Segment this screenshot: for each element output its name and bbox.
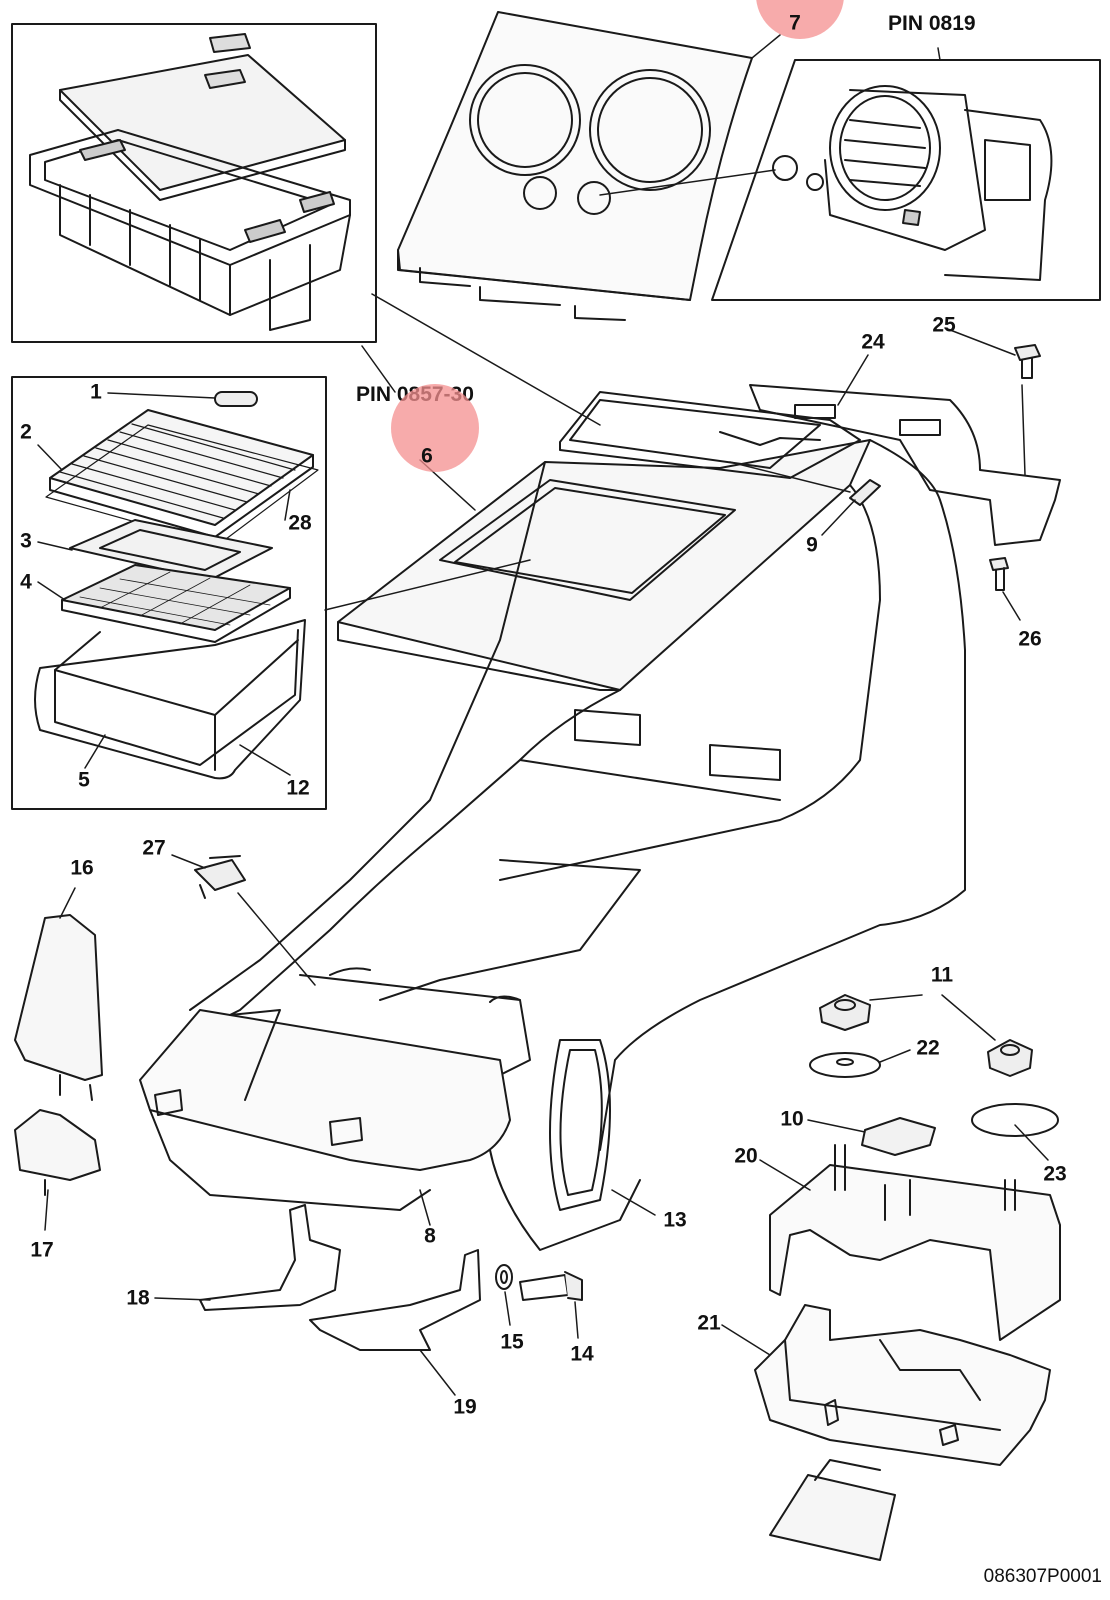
callout-9: 9 <box>806 533 818 557</box>
side-trim-16 <box>14 914 103 1101</box>
bracket-20 <box>769 1144 1061 1341</box>
bracket-19 <box>309 1249 481 1351</box>
center-console <box>139 384 1061 1251</box>
callout-11: 11 <box>930 963 954 987</box>
highlight-marker-6 <box>391 384 479 472</box>
callout-19: 19 <box>453 1395 477 1419</box>
callout-7: 7 <box>789 11 801 35</box>
callout-18: 18 <box>126 1286 150 1310</box>
callout-23: 23 <box>1043 1162 1067 1186</box>
bracket-21 <box>754 1304 1051 1466</box>
callout-10: 10 <box>780 1107 804 1131</box>
nut-11b <box>987 1039 1033 1077</box>
clip-17 <box>14 1109 101 1196</box>
plate-10 <box>861 1117 936 1156</box>
callout-26: 26 <box>1018 627 1042 651</box>
nut-11a <box>819 994 871 1031</box>
callout-3: 3 <box>20 529 32 553</box>
callout-1: 1 <box>90 380 102 404</box>
dash-panel <box>397 11 753 321</box>
bracket-18 <box>199 1204 341 1311</box>
inset-storage-assembly <box>11 376 327 810</box>
callout-5: 5 <box>78 768 90 792</box>
callout-6: 6 <box>421 444 433 468</box>
callout-28: 28 <box>288 511 312 535</box>
inset-storage-box <box>11 23 377 343</box>
callout-14: 14 <box>570 1342 594 1366</box>
tab-plate <box>769 1459 896 1561</box>
callout-21: 21 <box>697 1311 721 1335</box>
pin-label-0819: PIN 0819 <box>888 12 976 35</box>
screw-26 <box>989 557 1009 591</box>
callout-12: 12 <box>286 776 310 800</box>
bolt-14 <box>519 1271 583 1301</box>
callout-27: 27 <box>142 836 166 860</box>
callout-17: 17 <box>30 1238 54 1262</box>
callout-2: 2 <box>20 420 32 444</box>
washer-15 <box>495 1264 513 1290</box>
callout-25: 25 <box>932 313 956 337</box>
callout-13: 13 <box>663 1208 687 1232</box>
callout-15: 15 <box>500 1330 524 1354</box>
callout-20: 20 <box>734 1144 758 1168</box>
callout-4: 4 <box>20 570 32 594</box>
inset-vent-box <box>711 59 1101 301</box>
callout-22: 22 <box>916 1036 940 1060</box>
callout-24: 24 <box>861 330 885 354</box>
washer-22 <box>809 1052 881 1078</box>
reference-code: 086307P0001 <box>983 1566 1102 1587</box>
callout-16: 16 <box>70 856 94 880</box>
pad-23 <box>971 1103 1059 1137</box>
screw-25 <box>1014 344 1041 379</box>
callout-8: 8 <box>424 1224 436 1248</box>
